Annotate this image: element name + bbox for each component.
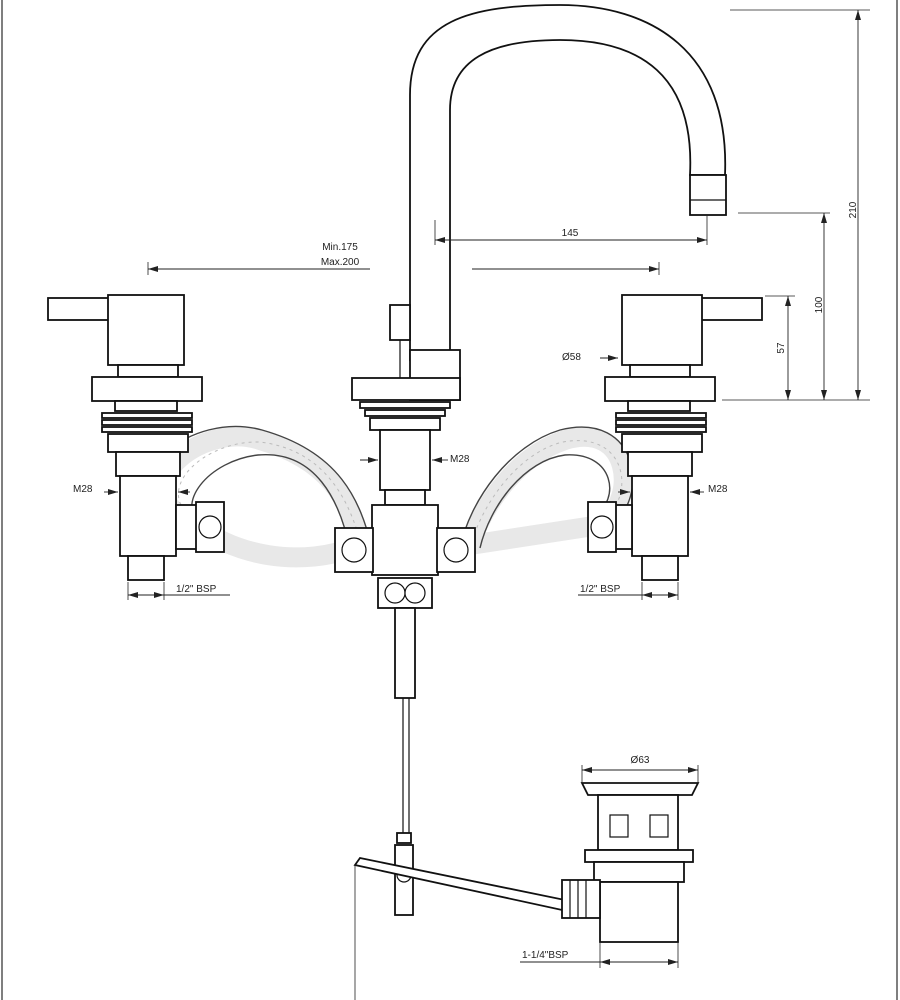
dim-waste-diameter: Ø63 xyxy=(631,755,650,766)
dim-spout-reach: 145 xyxy=(562,228,579,239)
dim-centres-min: Min.175 xyxy=(322,242,358,253)
dim-spout-height: 210 xyxy=(848,201,859,218)
dim-handle-diameter: Ø58 xyxy=(562,352,581,363)
popup-lever xyxy=(353,832,567,916)
dim-thread-left: M28 xyxy=(73,484,93,495)
dim-handle-height: 57 xyxy=(776,342,787,354)
dim-thread-right: M28 xyxy=(708,484,728,495)
waste-outlet xyxy=(561,782,700,943)
dim-bsp-right: 1/2" BSP xyxy=(580,584,621,595)
central-body xyxy=(334,349,476,840)
spout xyxy=(409,4,727,362)
dim-waste-bsp: 1-1/4"BSP xyxy=(522,950,569,961)
left-valve xyxy=(47,294,225,581)
dim-bsp-left: 1/2" BSP xyxy=(176,584,217,595)
dim-thread-center: M28 xyxy=(450,454,470,465)
dim-centres-max: Max.200 xyxy=(321,257,360,268)
dim-outlet-height: 100 xyxy=(814,296,825,313)
popup-rod xyxy=(389,304,411,380)
right-valve xyxy=(587,294,763,581)
